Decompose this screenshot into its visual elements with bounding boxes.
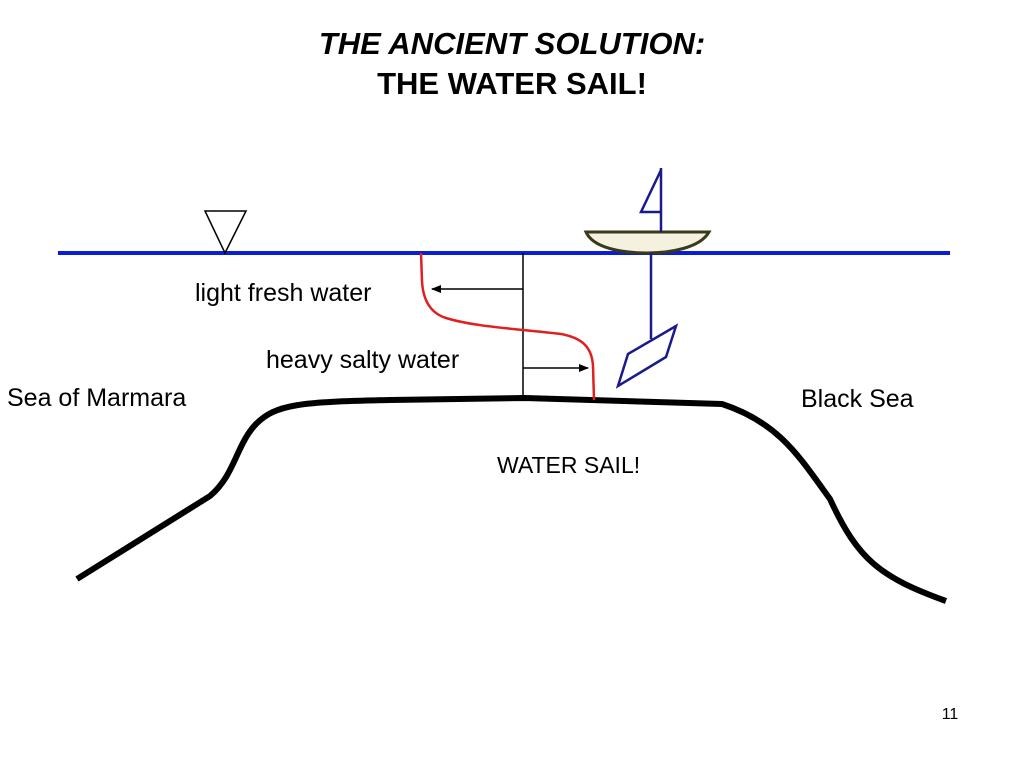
boat-icon <box>583 168 712 255</box>
water-sail-label: WATER SAIL! <box>497 452 641 478</box>
water-sail-plate <box>615 323 679 389</box>
light-fresh-water-label: light fresh water <box>195 279 372 307</box>
boat-hull <box>583 230 712 255</box>
seabed-profile <box>75 395 948 604</box>
heavy-salty-water-label: heavy salty water <box>266 346 460 374</box>
density-profile-curve <box>419 252 596 401</box>
black-sea-label: Black Sea <box>801 385 914 413</box>
sea-of-marmara-label: Sea of Marmara <box>7 384 187 412</box>
slide-number: 11 <box>941 706 959 723</box>
slide-title-line1: THE ANCIENT SOLUTION: <box>318 26 706 61</box>
water-level-triangle-icon <box>203 210 248 255</box>
slide-title-line2: THE WATER SAIL! <box>377 66 647 101</box>
sail-icon <box>639 169 663 214</box>
